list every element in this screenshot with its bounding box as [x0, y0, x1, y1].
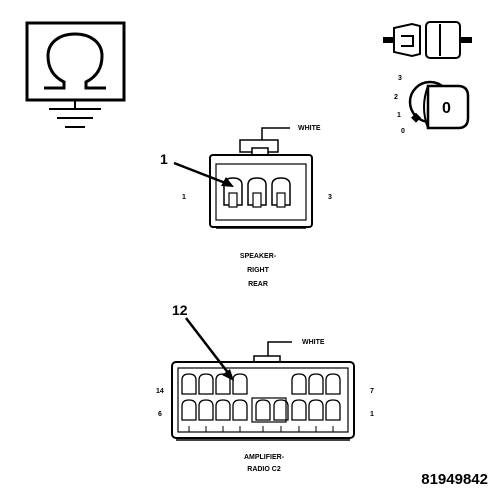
- amplifier-bottom-row: [181, 399, 341, 421]
- connector-plug-icon: [383, 21, 472, 59]
- key-pos-2: 2: [394, 94, 398, 101]
- speaker-terminal-3: [271, 177, 291, 208]
- ohmmeter-ground-symbol: [25, 21, 126, 128]
- amplifier-pin-bottom-left: 6: [158, 411, 162, 418]
- speaker-label-line1: SPEAKER-: [240, 253, 277, 260]
- speaker-label-line3: REAR: [248, 281, 268, 288]
- speaker-connector: WHITE 1 3 1 SPEAKER- RIGHT REAR: [160, 125, 332, 288]
- speaker-terminal-2: [247, 177, 267, 208]
- speaker-callout-number: 1: [160, 151, 168, 167]
- amplifier-pin-bottom-right: 1: [370, 411, 374, 418]
- speaker-label-line2: RIGHT: [247, 267, 270, 274]
- key-pos-1: 1: [397, 112, 401, 119]
- figure-id: 81949842: [421, 471, 488, 488]
- amplifier-connector: WHITE: [156, 302, 374, 473]
- amplifier-pin-top-right: 7: [370, 388, 374, 395]
- speaker-pin-left: 1: [182, 194, 186, 201]
- key-cap-label: 0: [442, 100, 451, 117]
- amplifier-wire-color: WHITE: [302, 339, 325, 346]
- key-pos-0: 0: [401, 128, 405, 135]
- key-bow: [426, 84, 470, 130]
- amplifier-label-line2: RADIO C2: [247, 466, 281, 473]
- speaker-wire-color: WHITE: [298, 125, 321, 132]
- amplifier-label-line1: AMPLIFIER-: [244, 454, 285, 461]
- ignition-key-icon: 3 2 1 0 0: [394, 75, 470, 135]
- key-pos-3: 3: [398, 75, 402, 82]
- ohm-icon: [44, 32, 106, 90]
- speaker-pin-right: 3: [328, 194, 332, 201]
- amplifier-top-row: [181, 373, 341, 395]
- amplifier-callout-number: 12: [172, 302, 188, 318]
- amplifier-pin-top-left: 14: [156, 388, 164, 395]
- amplifier-bottom-tabs: [188, 426, 334, 432]
